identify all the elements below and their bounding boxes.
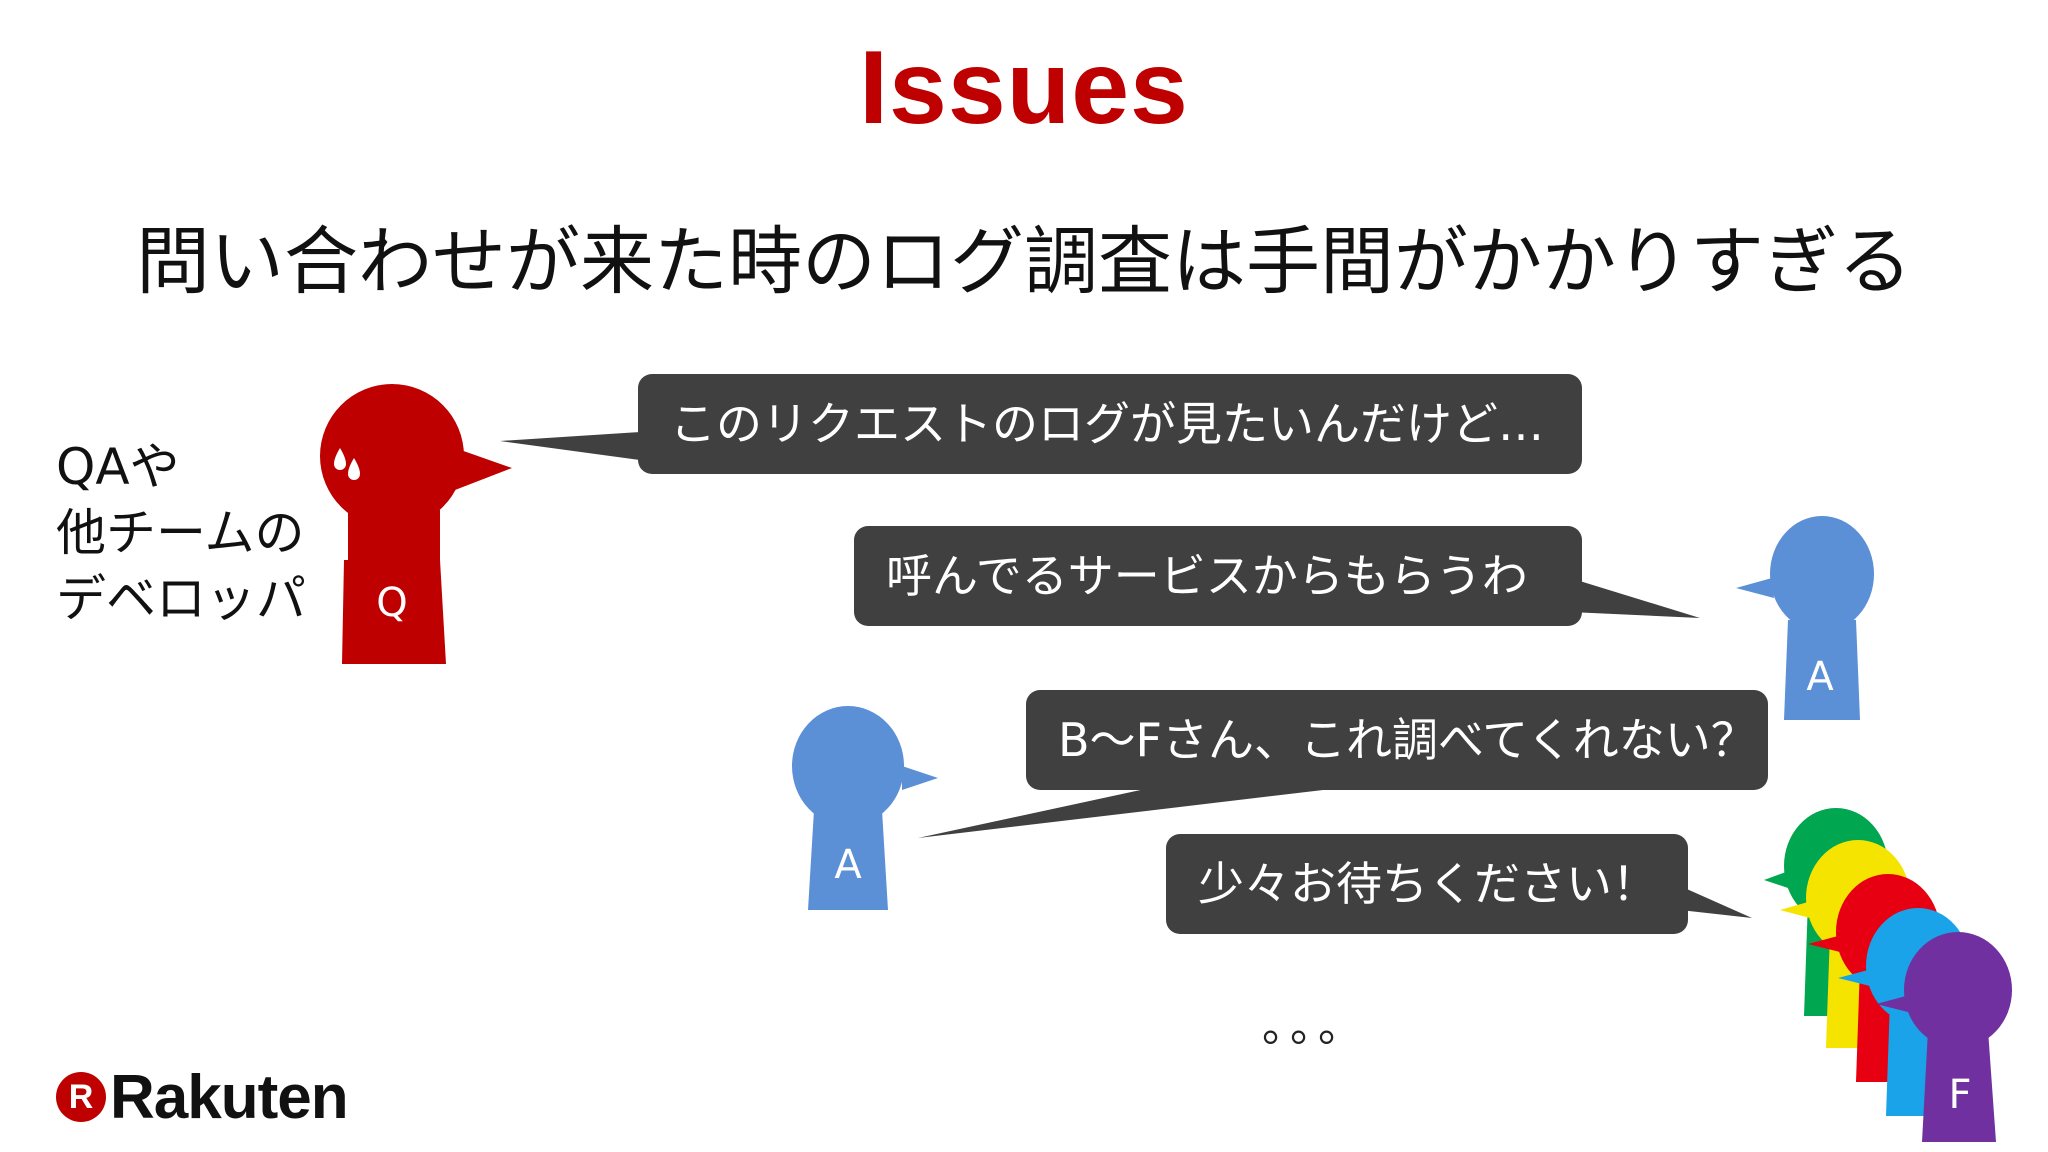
developer-stack-icon xyxy=(1764,808,2012,1142)
bubble-tail-4 xyxy=(1680,886,1752,918)
sweat-drop-icon xyxy=(334,448,346,470)
label-line: QAや xyxy=(56,438,180,496)
f-letter: F xyxy=(1948,1072,1972,1118)
bubble-tail-1 xyxy=(500,432,640,460)
a-person-icon xyxy=(792,706,938,910)
label-line: 他チームの xyxy=(56,504,305,562)
speech-bubble-request-log: このリクエストのログが見たいんだけど… xyxy=(638,374,1582,474)
logo-text: Rakuten xyxy=(110,1062,349,1132)
label-line: デベロッパ xyxy=(56,570,306,628)
person-f-icon xyxy=(1876,932,2012,1142)
slide-title: Issues xyxy=(859,30,1189,146)
rakuten-logo: R Rakuten xyxy=(56,1062,349,1132)
a-letter: A xyxy=(1806,654,1834,700)
qa-developer-label: QAや 他チームの デベロッパ xyxy=(56,434,356,632)
sweat-drop-icon xyxy=(348,458,360,480)
a-letter: A xyxy=(834,842,862,888)
ellipsis-dots: 。。。 xyxy=(1262,1001,1368,1052)
slide-subtitle: 問い合わせが来た時のログ調査は手間がかかりすぎる xyxy=(136,219,1912,305)
rakuten-r-icon: R xyxy=(56,1072,106,1122)
speech-bubble-ask-b-to-f: B〜Fさん、これ調べてくれない？ xyxy=(1026,690,1768,790)
bubble-tail-2 xyxy=(1570,578,1700,618)
speech-bubble-please-wait: 少々お待ちください！ xyxy=(1166,834,1688,934)
a-person-icon xyxy=(1736,516,1874,720)
q-person-icon xyxy=(320,384,512,664)
q-letter: Q xyxy=(376,580,408,626)
speech-bubble-ask-services: 呼んでるサービスからもらうわ xyxy=(854,526,1582,626)
bubble-tail-3 xyxy=(918,788,1340,838)
